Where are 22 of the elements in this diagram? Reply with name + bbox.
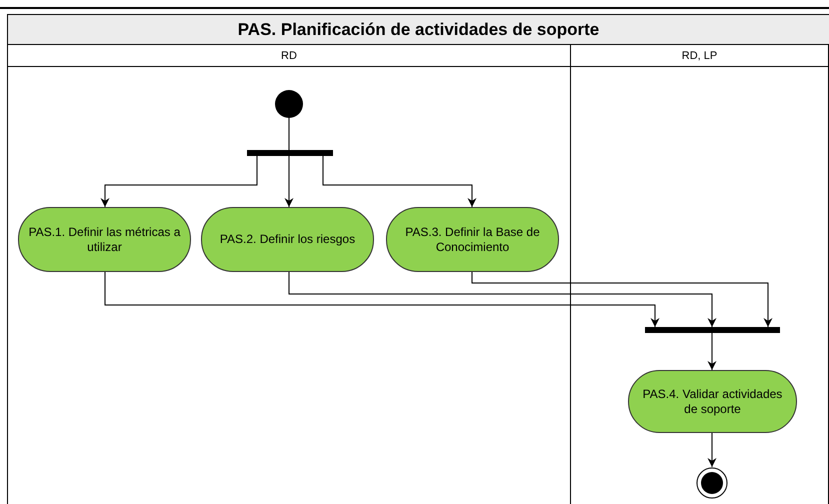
fork-bar	[247, 150, 333, 156]
pool-title: PAS. Planificación de actividades de soporte	[238, 20, 600, 40]
final-node	[696, 467, 728, 499]
activity-label: PAS.4. Validar actividades de soporte	[642, 387, 784, 416]
lane-title: RD	[8, 45, 570, 67]
connector-arrow	[284, 156, 294, 208]
swimlane-pool	[8, 15, 829, 504]
fork-bar	[645, 327, 780, 333]
swimlane	[571, 45, 829, 504]
connector-arrow	[288, 272, 716, 328]
connector-arrow	[708, 432, 716, 468]
connector-arrow	[322, 156, 476, 208]
activity-label: PAS.3. Definir la Base de Conocimiento	[404, 225, 541, 254]
initial-node	[275, 90, 303, 118]
activity-label: PAS.2. Definir los riesgos	[220, 232, 356, 247]
activity-label: PAS.1. Definir las métricas a utilizar	[28, 225, 182, 254]
lane-title: RD, LP	[571, 45, 828, 67]
swimlane	[8, 45, 571, 504]
connector-arrow	[472, 272, 772, 328]
connector-arrow	[708, 332, 716, 370]
connector-arrow	[100, 156, 258, 208]
connector-arrow	[104, 272, 660, 328]
